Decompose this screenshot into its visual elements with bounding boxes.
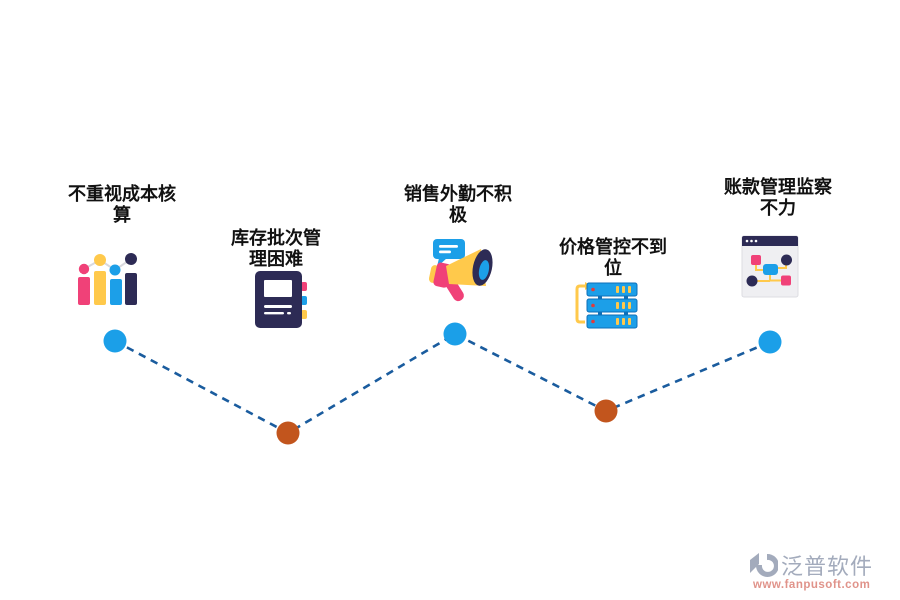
watermark-url: www.fanpusoft.com [753,579,871,591]
item-label: 销售外勤不积极 [404,184,512,225]
node-dot-5 [758,330,782,354]
fanpu-logo-icon [750,552,778,577]
item-label: 不重视成本核算 [68,184,176,225]
bar-chart-icon [78,253,137,305]
megaphone-icon [428,239,493,302]
item-label: 库存批次管理困难 [231,228,321,269]
watermark-brand: 泛普软件 [781,554,874,579]
node-dot-1 [103,329,127,353]
flowchart-window-icon [741,235,799,298]
node-dot-4 [594,399,618,423]
node-dot-2 [276,421,300,445]
notebook-icon [255,271,307,328]
node-dot-3 [443,322,467,346]
connector-dashed-line [114,332,771,435]
watermark: 泛普软件 www.fanpusoft.com [750,549,896,591]
item-label: 价格管控不到位 [559,237,667,278]
item-label: 账款管理监察不力 [724,177,832,218]
server-stack-icon [575,282,638,329]
